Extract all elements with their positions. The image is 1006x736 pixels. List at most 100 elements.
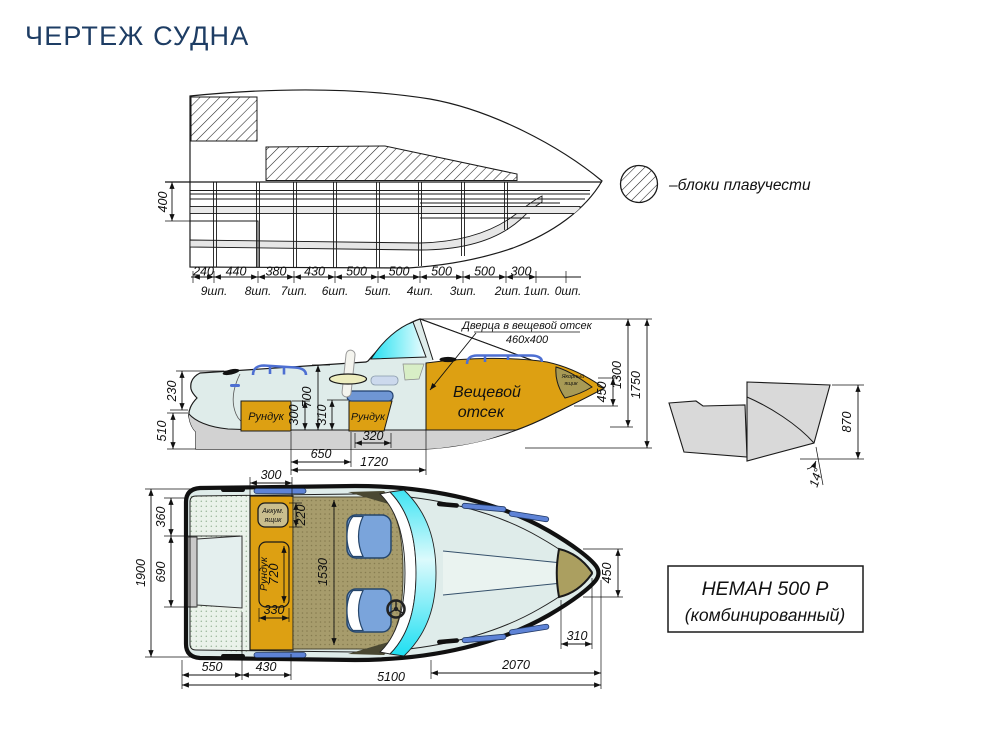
dim-330: 330 xyxy=(264,603,285,617)
drawing-line xyxy=(442,550,563,564)
spacing-dim: 240 xyxy=(192,265,214,279)
dim-2070: 2070 xyxy=(501,658,530,672)
drawing-line xyxy=(508,623,550,636)
spacing-dim: 500 xyxy=(346,265,367,279)
dim-5100: 5100 xyxy=(377,670,405,684)
locker-left-label: Рундук xyxy=(248,411,284,423)
profile-stringer-band xyxy=(190,206,581,214)
extension-line xyxy=(815,446,824,486)
profile-frames xyxy=(213,182,508,268)
dim-1530: 1530 xyxy=(316,558,330,586)
spacing-dim: 380 xyxy=(266,265,287,279)
drawing-line xyxy=(221,487,245,492)
flotation-block-side xyxy=(265,145,518,181)
door-size-label: 460x400 xyxy=(506,334,549,346)
station-label: 2шп. xyxy=(494,284,522,298)
station-label: 7шп. xyxy=(281,284,308,298)
dim-310-side: 310 xyxy=(315,405,329,426)
locker-left-side xyxy=(240,400,292,432)
windshield-side xyxy=(370,321,427,360)
anchor-box-side xyxy=(555,366,593,399)
model-variant: (комбинированный) xyxy=(685,605,845,625)
station-label: 8шп. xyxy=(245,284,272,298)
windshield-rear-edge xyxy=(419,318,434,361)
dim-690: 690 xyxy=(154,562,168,583)
battery-box xyxy=(257,502,289,528)
spacing-dim: 500 xyxy=(431,265,452,279)
spacing-dim: 300 xyxy=(511,265,532,279)
stern-blue-fitting xyxy=(230,384,240,387)
dim-700: 700 xyxy=(300,387,314,408)
station-label: 9шп. xyxy=(201,284,228,298)
dim-550: 550 xyxy=(202,660,223,674)
dim-450-plan: 450 xyxy=(600,563,614,584)
dim-230: 230 xyxy=(165,381,179,403)
dim-300-side: 300 xyxy=(287,405,301,426)
stowage-label-2: отсек xyxy=(458,404,506,421)
profile-motorwell-line xyxy=(190,220,259,267)
profile-internal-structure xyxy=(190,182,590,268)
dash-panel xyxy=(370,375,399,386)
dim-angle: 14° xyxy=(807,467,826,489)
windshield-glass-plan xyxy=(389,489,437,657)
railing-right xyxy=(465,354,544,365)
transom-panel xyxy=(746,381,831,462)
plan-view: Аккум. ящик Рундук 720 xyxy=(134,468,623,689)
drawing-line xyxy=(221,654,245,659)
profile-structural-view: 400 xyxy=(156,89,603,298)
transom-view: 870 14° xyxy=(668,381,864,489)
railing-left xyxy=(251,364,308,376)
dim-510: 510 xyxy=(155,421,169,442)
drawing-line xyxy=(461,502,507,513)
profile-hull-outline xyxy=(189,89,603,269)
station-label: 0шп. xyxy=(555,284,582,298)
dim-450-side: 450 xyxy=(595,382,609,403)
dim-360: 360 xyxy=(154,507,168,528)
legend-label: –блоки плавучести xyxy=(668,177,811,194)
locker-right-label: Рундук xyxy=(351,411,386,423)
dim-320: 320 xyxy=(363,429,384,443)
model-name: НЕМАН 500 Р xyxy=(702,578,829,600)
engine-well-gray xyxy=(187,536,198,608)
dim-1720: 1720 xyxy=(360,455,388,469)
cleat-dashes-plan xyxy=(221,487,459,659)
spacing-dim: 500 xyxy=(474,265,495,279)
drawing-line xyxy=(461,633,507,644)
dim-720: 720 xyxy=(267,564,281,585)
spacing-dim: 500 xyxy=(389,265,410,279)
dim-310-plan: 310 xyxy=(567,629,588,643)
plan-view-dimensions: 300 220 360 690 1900 1530 xyxy=(134,468,623,689)
dim-300-plan: 300 xyxy=(261,468,282,482)
dim-1750: 1750 xyxy=(629,371,643,399)
side-view: Вещевой отсек Якорный ящик Рундук Рундук xyxy=(155,318,652,475)
title-block-box xyxy=(667,565,864,633)
drawing-line xyxy=(437,638,459,645)
profile-dim-400: 400 xyxy=(156,192,170,213)
seat-cushion-side xyxy=(346,390,394,402)
dim-870: 870 xyxy=(840,412,854,433)
title-block: НЕМАН 500 Р (комбинированный) xyxy=(667,565,864,633)
drawing-line xyxy=(346,515,364,558)
drawing-line xyxy=(393,606,399,612)
drawing-line xyxy=(346,589,364,632)
drawing-line xyxy=(251,364,308,376)
drawing-line xyxy=(465,354,544,365)
drawing-line xyxy=(253,652,307,658)
station-label: 4шп. xyxy=(407,284,434,298)
steering-wheel-side xyxy=(328,373,368,385)
side-view-dimensions: 230 510 300 700 310 320 xyxy=(155,318,652,475)
drawing-line xyxy=(436,501,459,508)
transom-side-panel xyxy=(668,400,748,458)
drawing-line xyxy=(442,582,563,596)
dimension-line xyxy=(806,460,817,470)
dim-1300: 1300 xyxy=(610,361,624,389)
foredeck-center-band xyxy=(443,551,562,595)
legend: –блоки плавучести xyxy=(619,164,811,204)
dim-1900: 1900 xyxy=(134,559,148,587)
spacing-dim: 430 xyxy=(304,265,325,279)
locker-plan-label: Рундук xyxy=(258,556,270,591)
profile-spacing-chain: 240 440 380 430 500 500 500 500 300 9шп.… xyxy=(191,265,582,298)
drawing-line xyxy=(188,413,516,431)
